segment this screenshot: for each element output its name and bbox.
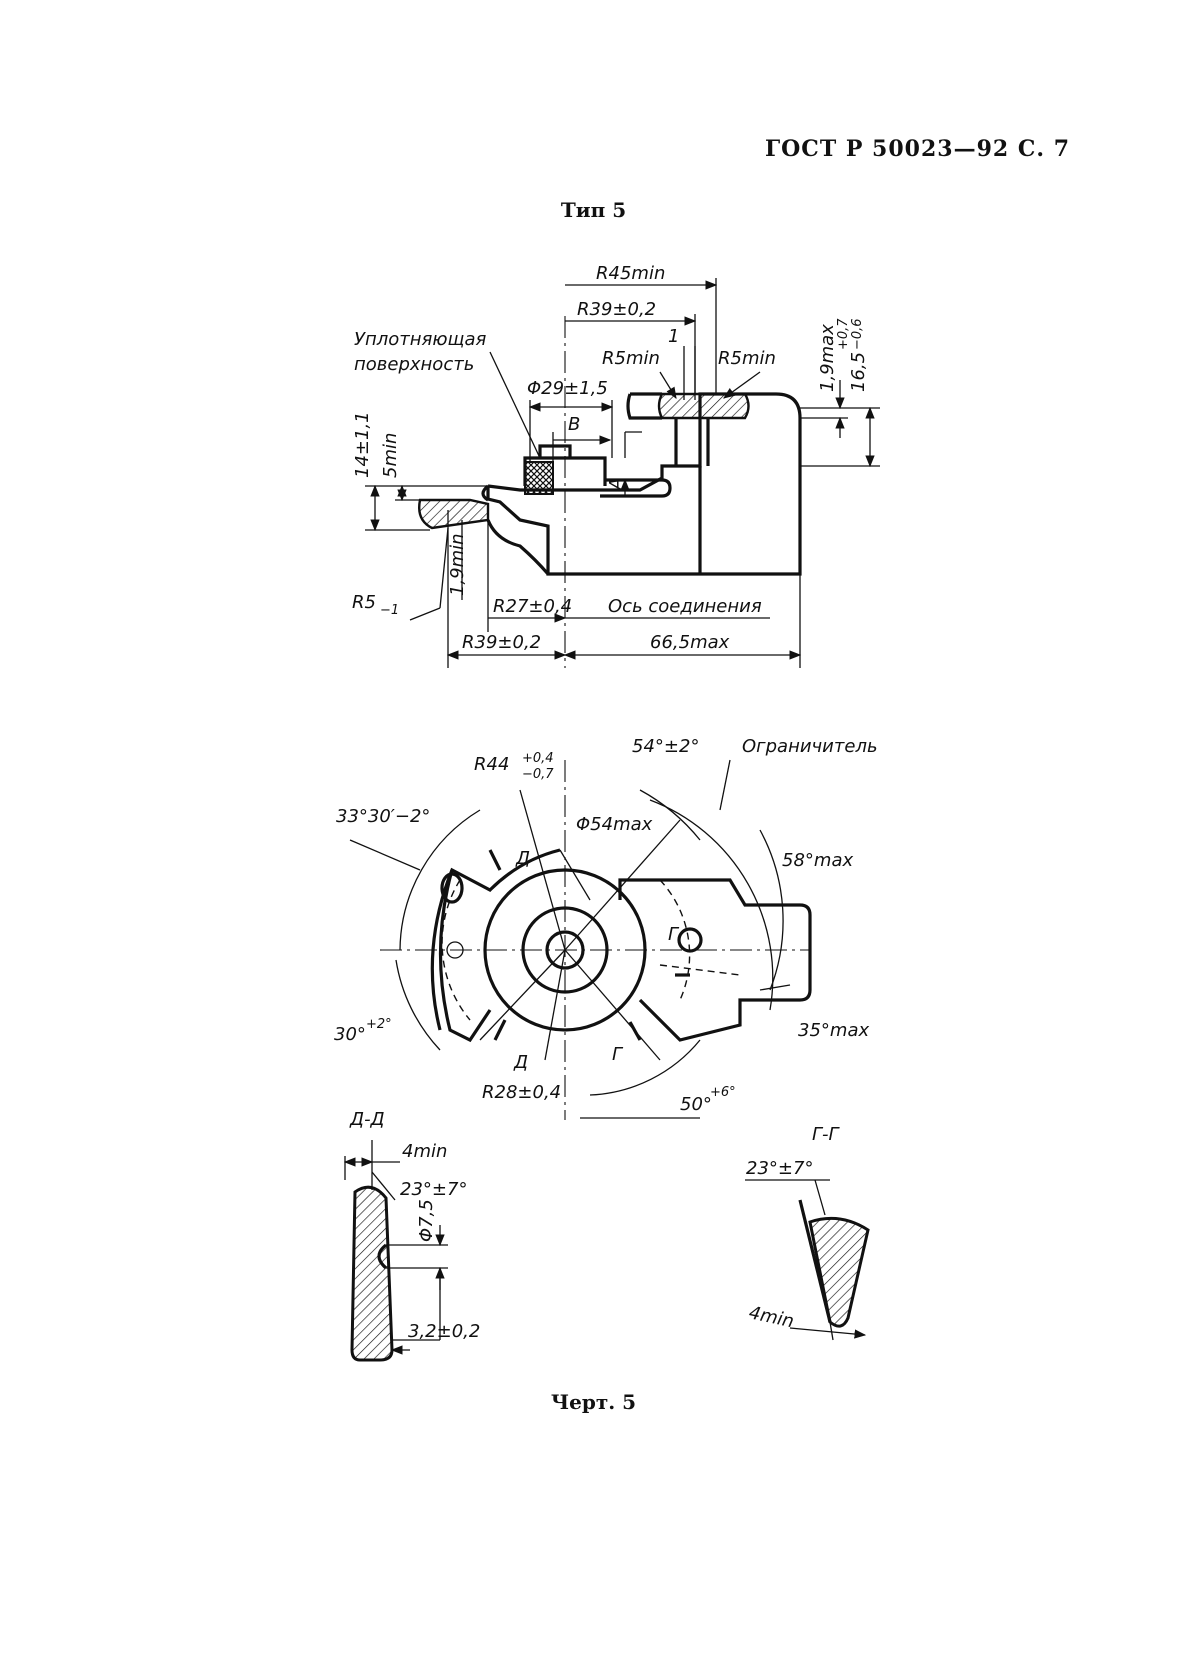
section-mark-d-bottom: Д bbox=[513, 1052, 528, 1073]
dim-a30-up: +2° bbox=[366, 1017, 392, 1032]
drawing-type-title: Тип 5 bbox=[560, 198, 627, 222]
dim-a33: 33°30′−2° bbox=[336, 806, 430, 827]
section-mark-g-bottom: Г bbox=[612, 1044, 624, 1065]
top-view: Уплотняющая поверхность R45min R39±0,2 1… bbox=[352, 263, 880, 668]
section-gg-title: Г-Г bbox=[812, 1124, 841, 1145]
section-mark-d-top: Д bbox=[515, 848, 530, 869]
label-sealing-surface-1: Уплотняющая bbox=[354, 329, 486, 350]
dim-a35: 35°max bbox=[798, 1020, 869, 1041]
dim-dd-w4: 4min bbox=[402, 1141, 447, 1162]
dim-h165-tol-up: +0,7 bbox=[836, 318, 851, 350]
dim-d29: Φ29±1,5 bbox=[527, 378, 608, 399]
dim-a58: 58°max bbox=[782, 850, 853, 871]
dim-r39-top: R39±0,2 bbox=[577, 299, 656, 320]
flange-circle bbox=[483, 868, 647, 1032]
dim-h5: 5min bbox=[380, 433, 401, 478]
section-mark-g-right: Г bbox=[668, 924, 680, 945]
dim-r44: R44 bbox=[474, 754, 509, 775]
dim-r39-bottom: R39±0,2 bbox=[462, 632, 541, 653]
dim-gg-a23: 23°±7° bbox=[746, 1158, 813, 1179]
dim-r5-right: R5min bbox=[718, 348, 776, 369]
dim-h19: 1,9max bbox=[817, 324, 838, 392]
section-dd: Д-Д 4min 23°±7° Φ7,5 3,2±0,2 bbox=[343, 1109, 480, 1362]
section-gg: Г-Г 23°±7° 4min bbox=[745, 1124, 870, 1341]
dim-a30: 30° bbox=[334, 1024, 366, 1045]
dim-r44-up: +0,4 bbox=[522, 751, 554, 766]
sealing-surface-hatch bbox=[524, 461, 554, 495]
dim-r5-left: R5min bbox=[602, 348, 660, 369]
label-connection-axis: Ось соединения bbox=[608, 596, 762, 617]
body-outline bbox=[486, 392, 802, 576]
plan-view: R44 +0,4 −0,7 54°±2° Ограничитель 33°30′… bbox=[334, 736, 878, 1120]
dim-w665: 66,5max bbox=[650, 632, 730, 653]
page-header: ГОСТ Р 50023—92 С. 7 bbox=[764, 136, 1070, 162]
dim-a50: 50° bbox=[680, 1094, 712, 1115]
dim-a54: 54°±2° bbox=[632, 736, 699, 757]
dim-d54: Φ54max bbox=[576, 814, 653, 835]
dim-dd-a23: 23°±7° bbox=[400, 1179, 467, 1200]
label-sealing-surface-2: поверхность bbox=[354, 354, 474, 375]
dim-h14: 14±1,1 bbox=[352, 411, 373, 478]
label-limiter: Ограничитель bbox=[742, 736, 878, 757]
dim-dd-d75: Φ7,5 bbox=[416, 1199, 437, 1242]
dim-r28: R28±0,4 bbox=[482, 1082, 561, 1103]
dim-r44-dn: −0,7 bbox=[522, 767, 554, 782]
dim-h19-min: 1,9min bbox=[447, 533, 468, 596]
dim-h165: 16,5 bbox=[848, 352, 869, 392]
dim-r45: R45min bbox=[596, 263, 665, 284]
dim-r5-bottom-sub: −1 bbox=[380, 603, 399, 618]
dim-a: А bbox=[606, 478, 627, 491]
dim-gg-w4: 4min bbox=[747, 1302, 796, 1332]
dim-r5-bottom: R5 bbox=[352, 592, 376, 613]
section-dd-title: Д-Д bbox=[349, 1109, 385, 1130]
dim-r27: R27±0,4 bbox=[493, 596, 572, 617]
dim-one: 1 bbox=[668, 326, 679, 347]
figure-caption: Черт. 5 bbox=[550, 1390, 637, 1414]
dim-h165-tol-dn: −0,6 bbox=[850, 318, 865, 350]
dim-dd-h32: 3,2±0,2 bbox=[408, 1321, 480, 1342]
dim-b: В bbox=[568, 414, 580, 435]
dim-a50-up: +6° bbox=[710, 1085, 736, 1100]
